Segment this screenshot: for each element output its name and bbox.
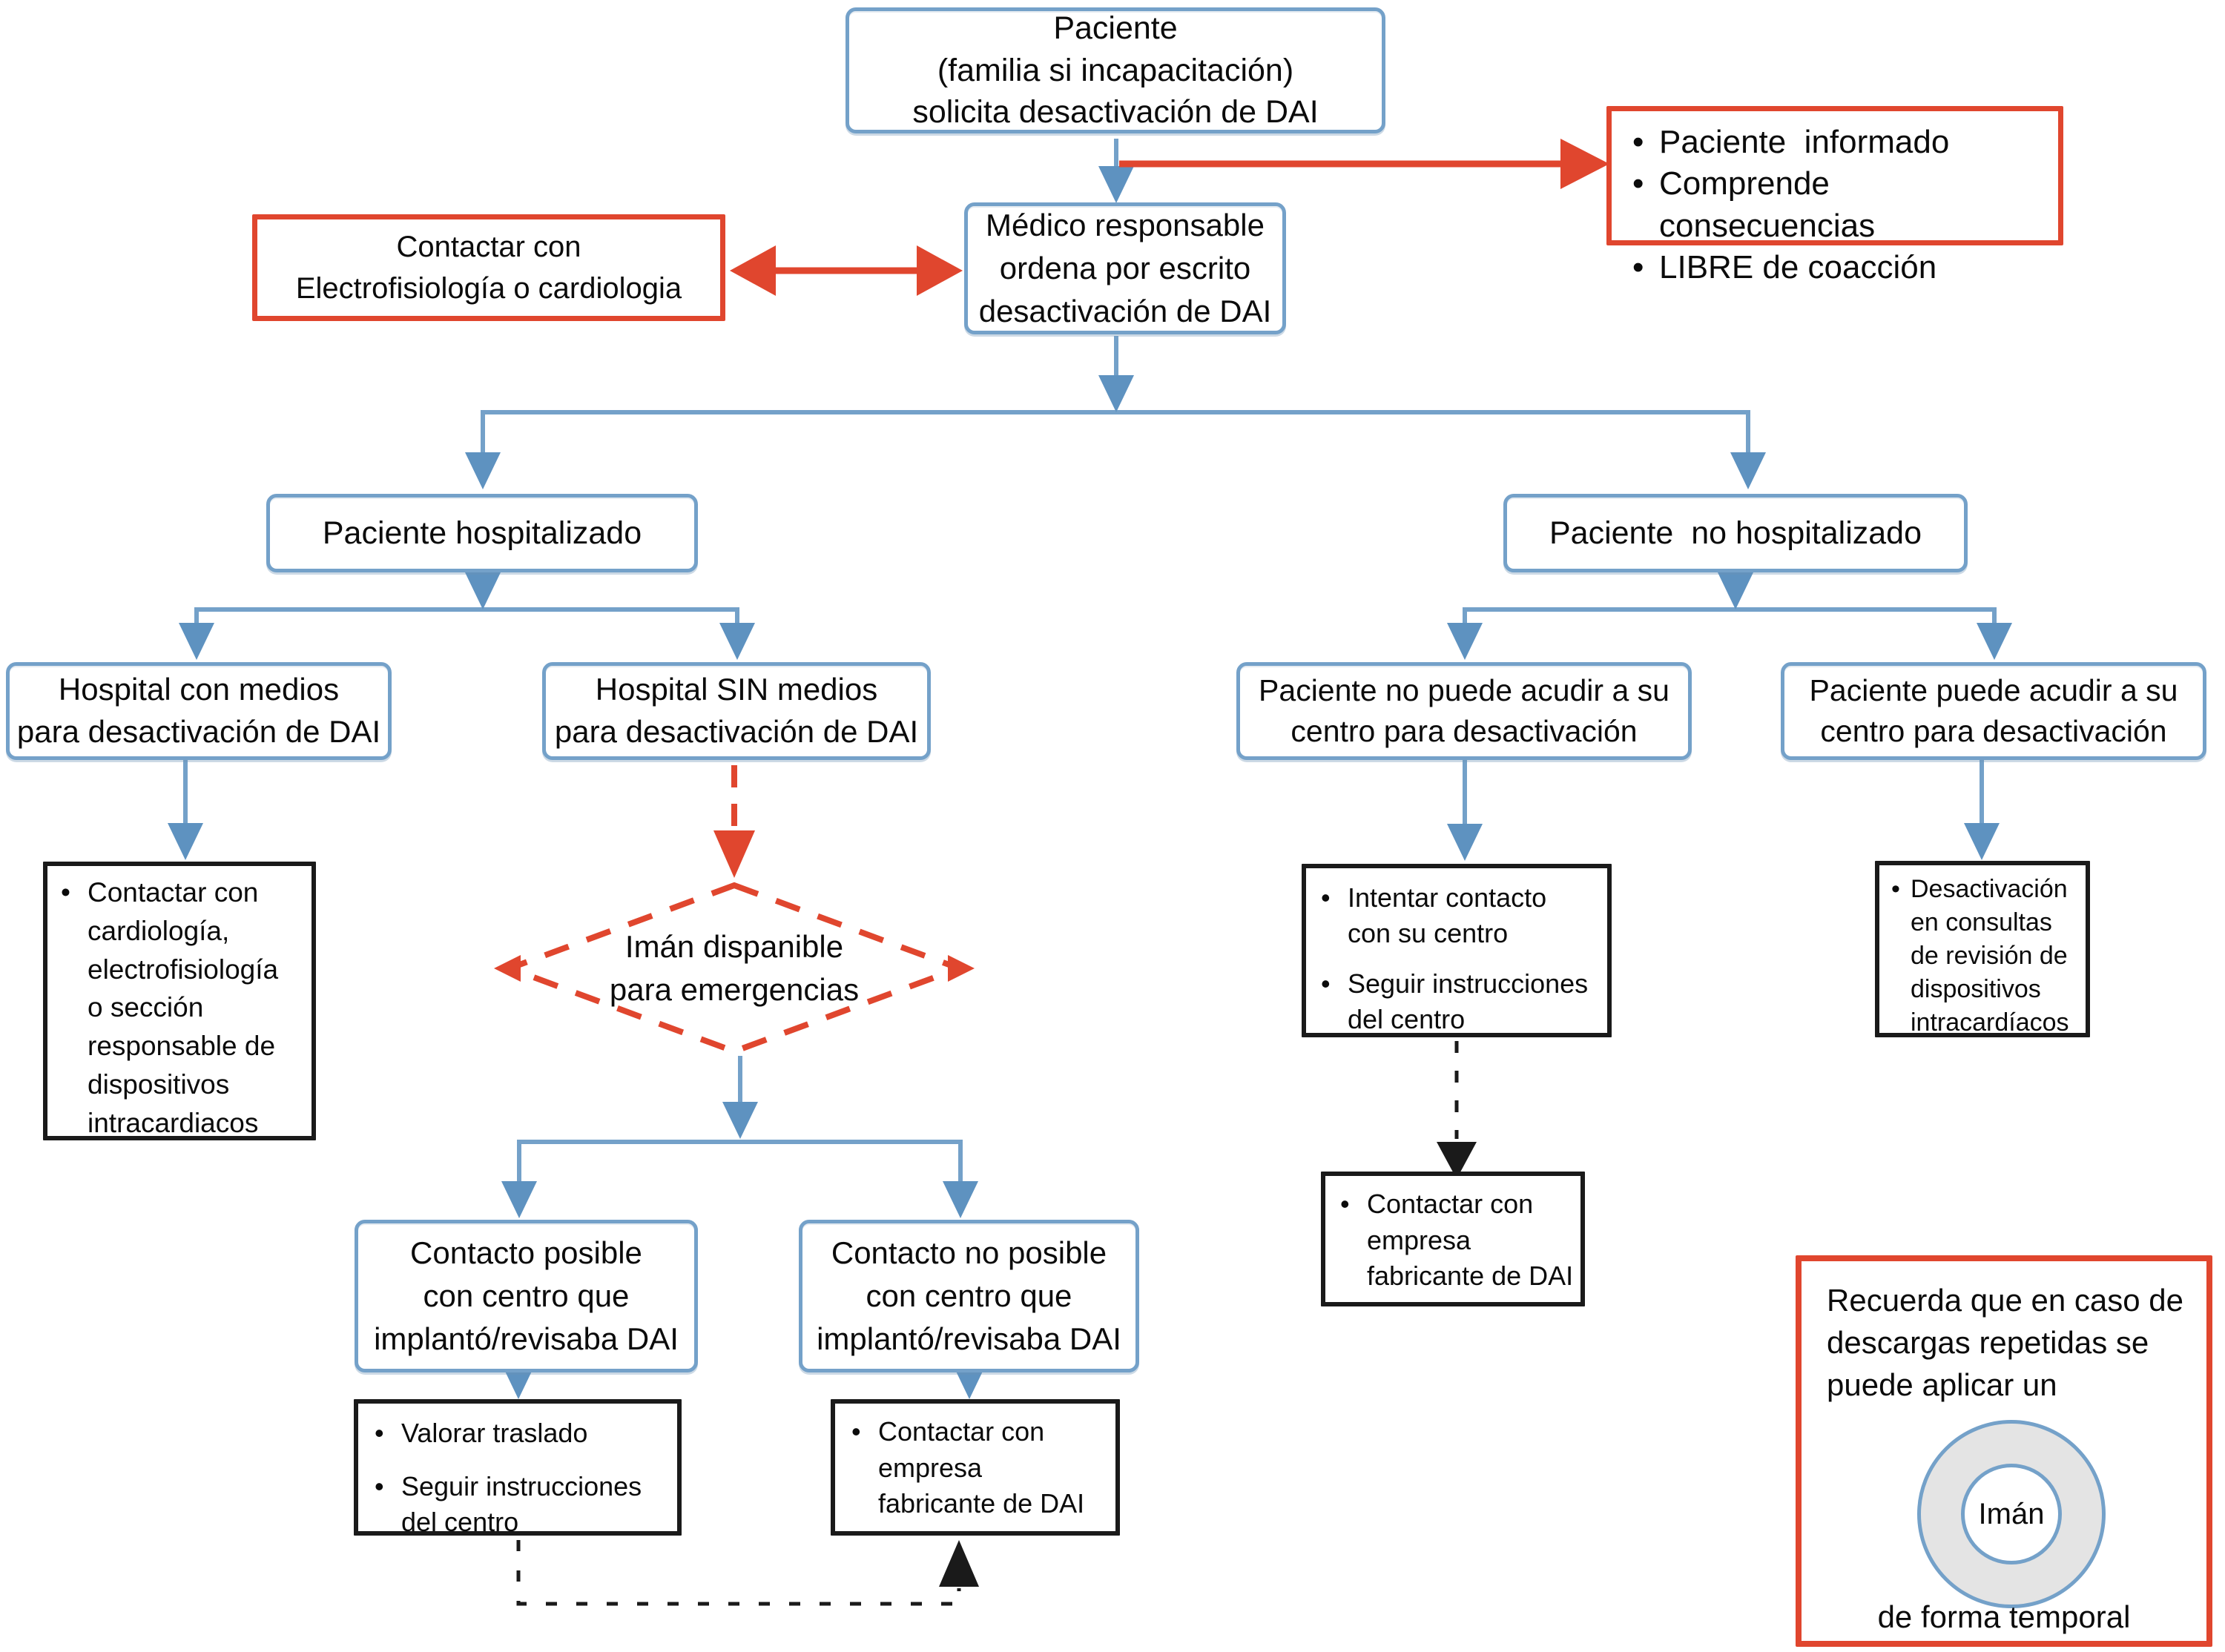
red-arrows xyxy=(730,139,1609,296)
node-not-hospitalized-label: Paciente no hospitalizado xyxy=(1549,515,1922,551)
deactivate-in-clinic-item: Desactivación en consultas de revisión d… xyxy=(1885,873,2084,1039)
assess-transfer-item: Seguir instrucciones del centro xyxy=(369,1469,673,1540)
informed-item: Comprende consecuencias xyxy=(1626,163,2043,247)
node-contact-not-possible-label: Contacto no posible con centro que impla… xyxy=(817,1235,1121,1356)
informed-conditions-list: Paciente informado Comprende consecuenci… xyxy=(1626,122,2043,289)
node-contact-electrophysiology: Contactar con Electrofisiología o cardio… xyxy=(252,214,725,321)
magnet-available-text: Imán dispanible para emergencias xyxy=(609,929,860,1007)
node-doctor-order-label: Médico responsable ordena por escrito de… xyxy=(978,208,1272,328)
node-cannot-attend-label: Paciente no puede acudir a su centro par… xyxy=(1259,673,1669,748)
node-informed-conditions: Paciente informado Comprende consecuenci… xyxy=(1606,106,2063,289)
node-patient-request: Paciente (familia si incapacitación) sol… xyxy=(846,7,1385,133)
try-contact-list: Intentar contacto con su centro Seguir i… xyxy=(1315,880,1604,1037)
node-can-attend-label: Paciente puede acudir a su centro para d… xyxy=(1809,673,2178,748)
node-hospitalized-label: Paciente hospitalizado xyxy=(322,515,642,551)
contact-manufacturer-item: Contactar con empresa fabricante de DAI xyxy=(846,1414,1111,1522)
informed-item: Paciente informado xyxy=(1626,122,2043,164)
node-deactivate-in-clinic: Desactivación en consultas de revisión d… xyxy=(1875,861,2090,1037)
node-hospital-with-means-label: Hospital con medios para desactivación d… xyxy=(16,672,381,749)
contact-manufacturer-item: Contactar con empresa fabricante de DAI xyxy=(1334,1186,1578,1295)
blue-arrowheads xyxy=(168,166,2012,1399)
contact-cardiology-item: Contactar con cardiología, electrofisiol… xyxy=(55,873,307,1143)
try-contact-item: Seguir instrucciones del centro xyxy=(1315,966,1604,1037)
node-can-attend-center: Paciente puede acudir a su centro para d… xyxy=(1781,662,2206,760)
node-hospital-with-means: Hospital con medios para desactivación d… xyxy=(6,662,392,760)
node-contact-possible: Contacto posible con centro que implantó… xyxy=(355,1220,698,1372)
node-hospitalized: Paciente hospitalizado xyxy=(266,494,698,572)
node-patient-request-label: Paciente (familia si incapacitación) sol… xyxy=(912,10,1319,130)
contact-manufacturer-right-list: Contactar con empresa fabricante de DAI xyxy=(1334,1186,1578,1295)
black-dashed-connectors xyxy=(516,1041,1477,1606)
contact-cardiology-list: Contactar con cardiología, electrofisiol… xyxy=(55,873,307,1143)
magnet-reminder-outro: de forma temporal xyxy=(1877,1599,2131,1634)
assess-transfer-item: Valorar traslado xyxy=(369,1415,673,1451)
deactivate-in-clinic-list: Desactivación en consultas de revisión d… xyxy=(1885,873,2084,1039)
node-contact-not-possible: Contacto no posible con centro que impla… xyxy=(799,1220,1139,1372)
node-assess-transfer: Valorar traslado Seguir instrucciones de… xyxy=(354,1399,682,1537)
try-contact-item: Intentar contacto con su centro xyxy=(1315,880,1604,951)
magnet-reminder-intro: Recuerda que en caso de descargas repeti… xyxy=(1827,1283,2184,1403)
contact-manufacturer-left-list: Contactar con empresa fabricante de DAI xyxy=(846,1414,1111,1522)
node-doctor-order: Médico responsable ordena por escrito de… xyxy=(964,202,1286,334)
node-hospital-without-means: Hospital SIN medios para desactivación d… xyxy=(542,662,931,760)
node-contact-manufacturer-left: Contactar con empresa fabricante de DAI xyxy=(831,1399,1120,1536)
magnet-donut-label: Imán xyxy=(1978,1497,2045,1530)
magnet-decision-diamond xyxy=(494,765,975,1055)
node-try-contact-center: Intentar contacto con su centro Seguir i… xyxy=(1302,864,1612,1037)
node-magnet-available-label: Imán dispanible para emergencias xyxy=(565,918,903,1019)
node-magnet-reminder: Recuerda que en caso de descargas repeti… xyxy=(1796,1255,2212,1647)
assess-transfer-list: Valorar traslado Seguir instrucciones de… xyxy=(369,1415,673,1540)
node-cannot-attend-center: Paciente no puede acudir a su centro par… xyxy=(1236,662,1692,760)
node-contact-cardiology: Contactar con cardiología, electrofisiol… xyxy=(43,862,316,1140)
node-hospital-without-means-label: Hospital SIN medios para desactivación d… xyxy=(554,672,919,749)
node-contact-possible-label: Contacto posible con centro que implantó… xyxy=(374,1235,679,1356)
node-contact-manufacturer-right: Contactar con empresa fabricante de DAI xyxy=(1321,1172,1585,1306)
informed-item: LIBRE de coacción xyxy=(1626,247,2043,289)
node-not-hospitalized: Paciente no hospitalizado xyxy=(1503,494,1968,572)
magnet-donut-hole: Imán xyxy=(1961,1464,2062,1565)
node-contact-electrophysiology-label: Contactar con Electrofisiología o cardio… xyxy=(295,231,682,305)
